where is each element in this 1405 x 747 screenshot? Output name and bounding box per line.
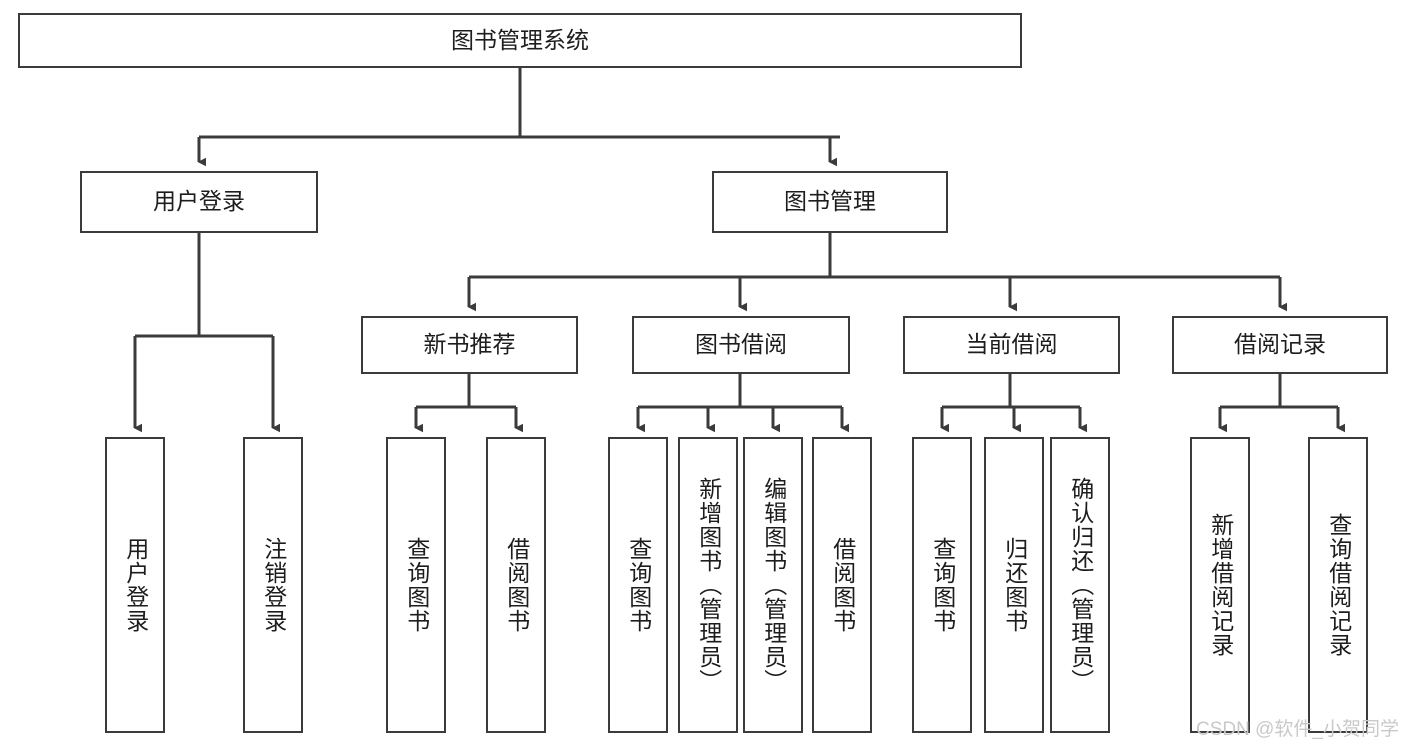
node-leaf-return-book-label: 归还图书 [1001, 537, 1028, 633]
node-root[interactable]: 图书管理系统 [18, 13, 1022, 68]
node-leaf-logout[interactable]: 注销登录 [243, 437, 303, 733]
node-leaf-borrow-book-2-label: 借阅图书 [829, 537, 856, 633]
node-leaf-borrow-book-1[interactable]: 借阅图书 [486, 437, 546, 733]
node-leaf-query-record[interactable]: 查询借阅记录 [1308, 437, 1368, 733]
node-leaf-add-record[interactable]: 新增借阅记录 [1190, 437, 1250, 733]
node-user-login-label: 用户登录 [153, 188, 245, 215]
node-leaf-query-book-2[interactable]: 查询图书 [608, 437, 668, 733]
node-leaf-query-book-3-label: 查询图书 [929, 537, 956, 633]
watermark-text: CSDN @软件_小贺同学 [1196, 719, 1399, 740]
node-leaf-query-book-1[interactable]: 查询图书 [386, 437, 446, 733]
node-leaf-return-book[interactable]: 归还图书 [984, 437, 1044, 733]
node-leaf-add-record-label: 新增借阅记录 [1207, 513, 1234, 657]
node-leaf-user-login[interactable]: 用户登录 [105, 437, 165, 733]
node-leaf-query-record-label: 查询借阅记录 [1325, 513, 1352, 657]
node-root-label: 图书管理系统 [451, 26, 589, 53]
node-leaf-add-book[interactable]: 新增图书（管理员） [678, 437, 738, 733]
node-current-borrow-label: 当前借阅 [965, 331, 1058, 358]
node-leaf-query-book-1-label: 查询图书 [403, 537, 430, 633]
node-leaf-edit-book[interactable]: 编辑图书（管理员） [743, 437, 803, 733]
node-book-manage-label: 图书管理 [784, 188, 876, 215]
node-leaf-query-book-3[interactable]: 查询图书 [912, 437, 972, 733]
node-leaf-logout-label: 注销登录 [260, 537, 287, 633]
node-leaf-borrow-book-1-label: 借阅图书 [503, 537, 530, 633]
node-new-book-rec[interactable]: 新书推荐 [361, 316, 578, 374]
node-borrow-record-label: 借阅记录 [1234, 331, 1326, 358]
node-leaf-user-login-label: 用户登录 [122, 537, 149, 633]
node-new-book-rec-label: 新书推荐 [423, 331, 516, 358]
node-current-borrow[interactable]: 当前借阅 [903, 316, 1120, 374]
node-leaf-confirm-return-label: 确认归还（管理员） [1067, 477, 1094, 693]
node-book-manage[interactable]: 图书管理 [712, 171, 948, 233]
node-leaf-confirm-return[interactable]: 确认归还（管理员） [1050, 437, 1110, 733]
node-book-borrow[interactable]: 图书借阅 [632, 316, 850, 374]
node-borrow-record[interactable]: 借阅记录 [1172, 316, 1388, 374]
node-leaf-edit-book-label: 编辑图书（管理员） [760, 477, 787, 693]
node-user-login[interactable]: 用户登录 [80, 171, 318, 233]
node-leaf-borrow-book-2[interactable]: 借阅图书 [812, 437, 872, 733]
node-leaf-query-book-2-label: 查询图书 [625, 537, 652, 633]
node-leaf-add-book-label: 新增图书（管理员） [695, 477, 722, 693]
node-book-borrow-label: 图书借阅 [695, 331, 787, 358]
